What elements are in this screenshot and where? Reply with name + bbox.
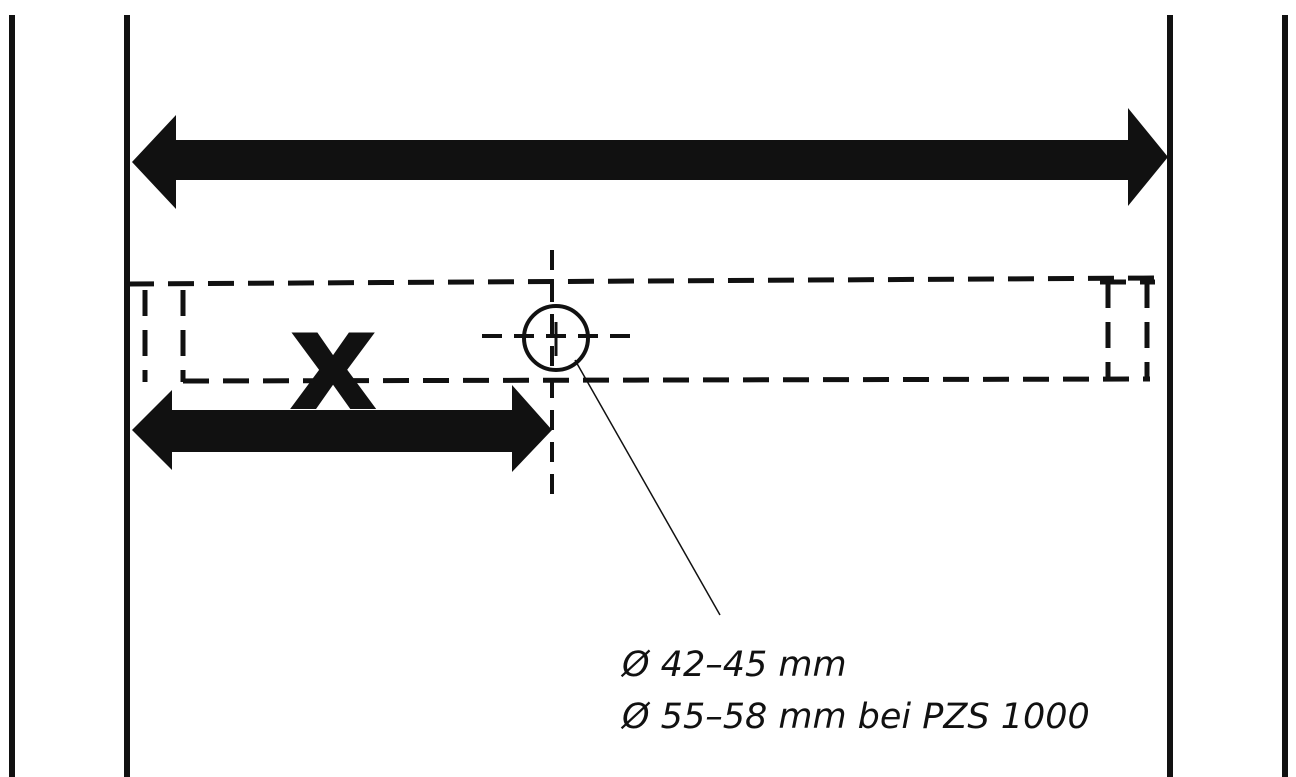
backset-arrow bbox=[132, 385, 552, 472]
door-width-arrow bbox=[132, 108, 1168, 209]
hole-diameter-label: Ø 42–45 mm bbox=[622, 645, 847, 685]
hole-centerline bbox=[482, 250, 630, 505]
hole-circle bbox=[522, 304, 590, 372]
backset-x-label: x bbox=[288, 280, 379, 443]
hole-diameter-alt-label: Ø 55–58 mm bei PZS 1000 bbox=[622, 697, 1090, 737]
mortise-outline bbox=[127, 275, 1161, 384]
leader-line bbox=[574, 359, 721, 616]
